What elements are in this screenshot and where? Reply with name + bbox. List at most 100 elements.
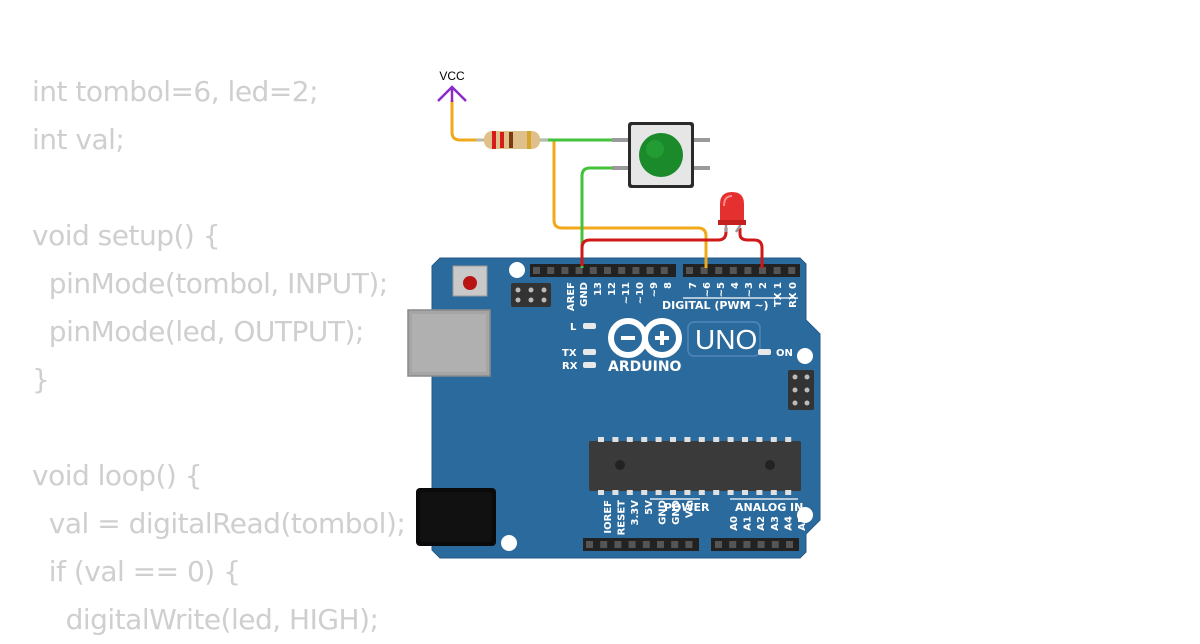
header-pin-hole[interactable] bbox=[604, 267, 611, 274]
header-pin-hole[interactable] bbox=[786, 541, 793, 548]
power-pin-label: 5V bbox=[644, 500, 655, 515]
header-pin-hole[interactable] bbox=[561, 267, 569, 274]
header-pin-hole[interactable] bbox=[729, 541, 737, 548]
wire-button-gnd[interactable] bbox=[580, 166, 614, 268]
header-pin-hole[interactable] bbox=[773, 267, 781, 274]
chip-pin bbox=[641, 437, 648, 442]
resistor[interactable] bbox=[476, 131, 548, 149]
wire-pin6[interactable] bbox=[552, 140, 708, 268]
code-line: pinMode(tombol, INPUT); bbox=[32, 267, 388, 300]
header-pin-hole[interactable] bbox=[744, 267, 752, 274]
power-jack bbox=[416, 488, 496, 546]
header-pin-hole[interactable] bbox=[642, 541, 650, 548]
analog-pin-label: A5 bbox=[797, 516, 808, 531]
analog-pin-label: A0 bbox=[729, 516, 740, 531]
push-button[interactable] bbox=[612, 122, 710, 188]
led-on-icon bbox=[758, 349, 771, 355]
vcc-symbol[interactable]: VCC bbox=[437, 69, 467, 102]
header-pin-hole[interactable] bbox=[660, 267, 668, 274]
header-pin-hole[interactable] bbox=[575, 267, 583, 274]
code-line: if (val == 0) { bbox=[32, 555, 241, 588]
power-header[interactable] bbox=[583, 538, 699, 551]
mounting-hole-icon bbox=[509, 262, 525, 278]
power-pin-label: IOREF bbox=[603, 500, 614, 534]
reset-button[interactable] bbox=[452, 265, 488, 297]
digital-pin-label: 2 bbox=[758, 282, 769, 289]
header-pin-hole[interactable] bbox=[646, 267, 654, 274]
header-pin-hole[interactable] bbox=[685, 541, 693, 548]
header-pin-hole[interactable] bbox=[671, 541, 679, 548]
header-pin-hole[interactable] bbox=[788, 267, 796, 274]
chip-pin bbox=[713, 437, 720, 442]
code-line: void loop() { bbox=[32, 459, 203, 492]
digital-pin-label: 7 bbox=[688, 282, 699, 289]
led-l-label: L bbox=[570, 322, 577, 333]
led-tx-icon bbox=[583, 349, 596, 355]
digital-pin-label: ~10 bbox=[635, 282, 646, 304]
chip-pin bbox=[626, 490, 633, 495]
header-pin-hole[interactable] bbox=[743, 541, 751, 548]
digital-pin-label: 13 bbox=[593, 282, 604, 296]
wire-vcc-resistor[interactable] bbox=[450, 100, 484, 142]
digital-pin-label: ~3 bbox=[744, 282, 755, 297]
mounting-hole-icon bbox=[501, 535, 517, 551]
header-pin-hole[interactable] bbox=[715, 541, 722, 548]
header-pin-hole[interactable] bbox=[628, 541, 636, 548]
chip-pin bbox=[785, 437, 792, 442]
led-l-icon bbox=[583, 323, 596, 329]
header-pin-hole[interactable] bbox=[618, 267, 626, 274]
header-pin-hole[interactable] bbox=[759, 267, 766, 274]
header-pin-hole[interactable] bbox=[729, 267, 737, 274]
vcc-label: VCC bbox=[439, 69, 465, 83]
header-pin-hole[interactable] bbox=[586, 541, 593, 548]
header-pin-hole[interactable] bbox=[700, 267, 708, 274]
code-line: int tombol=6, led=2; bbox=[32, 75, 319, 108]
header-pin-hole[interactable] bbox=[547, 267, 555, 274]
atmega-chip bbox=[589, 437, 801, 495]
analog-pin-label: A3 bbox=[770, 516, 781, 531]
digital-pin-label: TX 1 bbox=[773, 282, 784, 307]
digital-pin-label: ~11 bbox=[621, 282, 632, 304]
analog-header[interactable] bbox=[586, 538, 799, 551]
wires bbox=[450, 100, 764, 268]
chip-pin bbox=[727, 490, 734, 495]
header-pin-hole[interactable] bbox=[600, 541, 608, 548]
header-pin-hole[interactable] bbox=[771, 541, 779, 548]
analog-header-label: ANALOG IN bbox=[735, 501, 803, 514]
wire-led-gnd[interactable] bbox=[580, 228, 728, 266]
header-pin-hole[interactable] bbox=[715, 267, 723, 274]
header-pin-hole[interactable] bbox=[757, 541, 765, 548]
power-pin-label: 3.3V bbox=[630, 500, 641, 526]
analog-pin-label: A4 bbox=[783, 516, 794, 531]
digital-pin-label: RX 0 bbox=[788, 282, 799, 308]
chip-pin bbox=[626, 437, 633, 442]
header-pin-hole[interactable] bbox=[589, 267, 597, 274]
wire-led-pin2[interactable] bbox=[738, 228, 764, 268]
header-pin-hole[interactable] bbox=[686, 267, 693, 274]
digital-pin-label: ~6 bbox=[702, 282, 713, 297]
code-line: pinMode(led, OUTPUT); bbox=[32, 315, 365, 348]
digital-pin-label: AREF bbox=[566, 282, 577, 311]
power-pin-label: RESET bbox=[617, 500, 628, 536]
led-on-label: ON bbox=[776, 348, 793, 359]
header-pin-hole[interactable] bbox=[533, 267, 540, 274]
code-editor[interactable]: int tombol=6, led=2; int val; void setup… bbox=[32, 68, 406, 644]
chip-pin bbox=[612, 490, 619, 495]
header-pin-hole[interactable] bbox=[614, 541, 622, 548]
chip-pin bbox=[742, 437, 748, 442]
digital-pin-label: 8 bbox=[663, 282, 674, 289]
digital-pin-label: ~5 bbox=[716, 282, 727, 297]
digital-pin-label: GND bbox=[579, 282, 590, 307]
chip-pin bbox=[655, 490, 662, 495]
led-tx-label: TX bbox=[562, 348, 577, 359]
chip-pin bbox=[756, 437, 763, 442]
header-pin-hole[interactable] bbox=[632, 267, 640, 274]
chip-pin bbox=[698, 437, 705, 442]
red-led[interactable] bbox=[718, 192, 746, 233]
digital-header[interactable] bbox=[530, 264, 800, 277]
header-pin-hole[interactable] bbox=[657, 541, 664, 548]
power-pin-label: GND bbox=[657, 500, 668, 525]
